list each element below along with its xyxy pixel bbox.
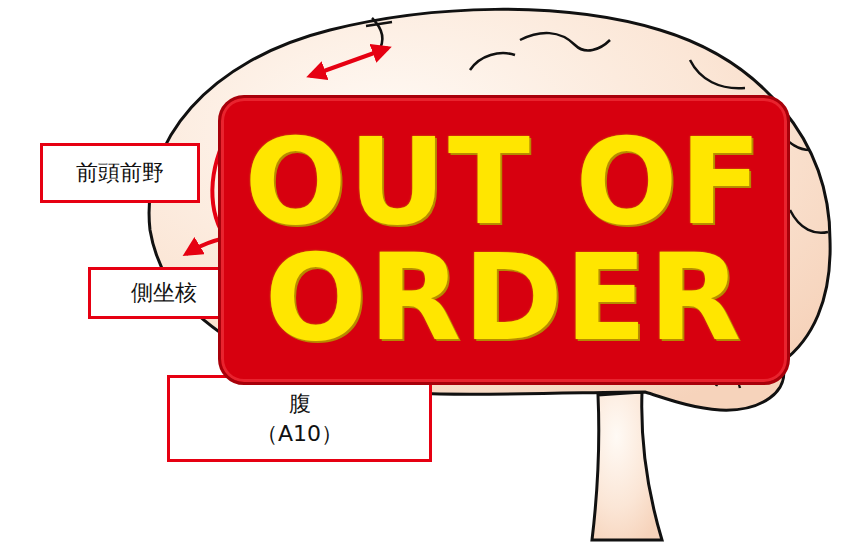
- brain-stem: [592, 392, 662, 540]
- out-of-order-sign: OUT OF ORDER: [218, 95, 790, 385]
- region-label: 側坐核: [131, 278, 197, 308]
- region-label: 前頭前野: [76, 158, 164, 188]
- sign-text: OUT OF ORDER: [234, 124, 774, 356]
- region-label-box: 腹（A10）: [167, 375, 432, 462]
- region-label-box: 前頭前野: [40, 143, 200, 203]
- region-label: （A10）: [256, 419, 343, 449]
- cerebrum-outline: [149, 9, 830, 410]
- region-label: 腹: [289, 389, 311, 419]
